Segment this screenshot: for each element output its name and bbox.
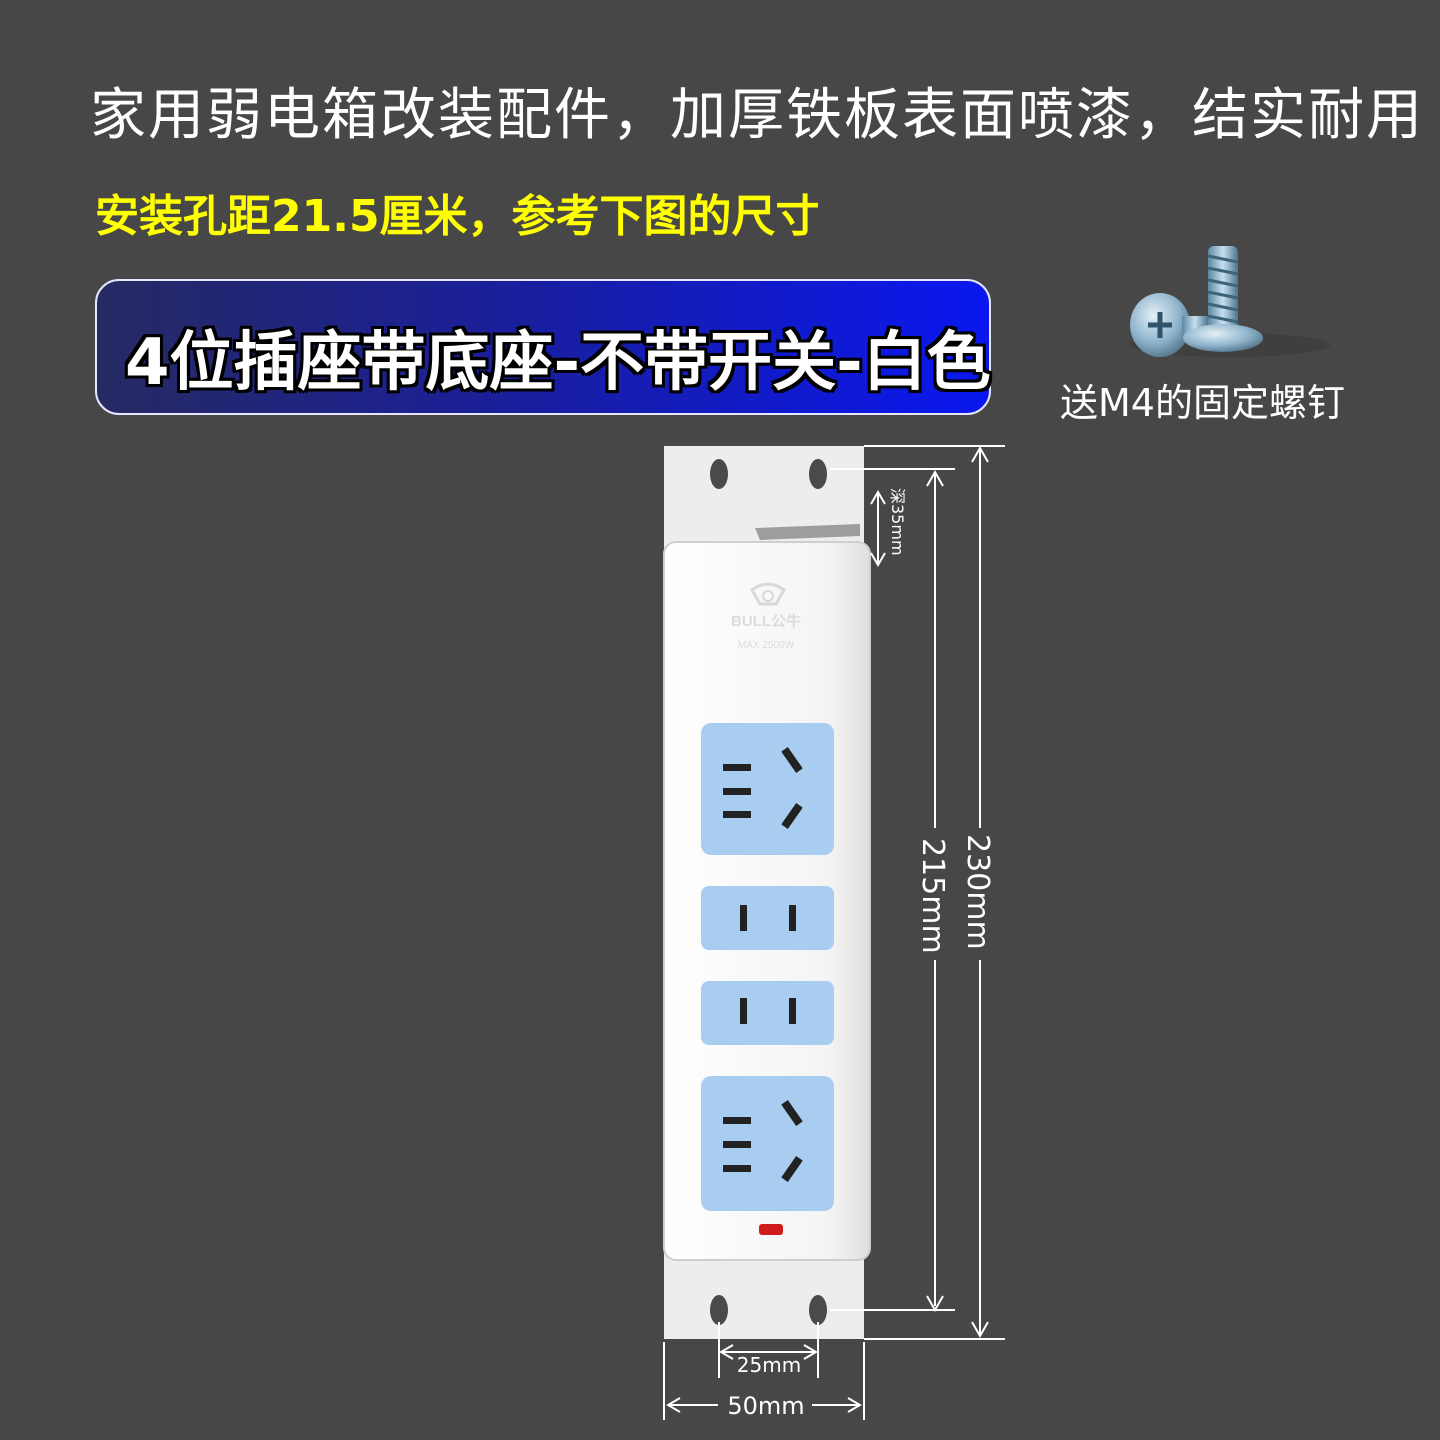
- product-banner: 4位插座带底座-不带开关-白色: [95, 279, 991, 415]
- socket-2pin-2: [701, 981, 834, 1045]
- brand-logo-icon: [750, 582, 786, 606]
- screw-caption: 送M4的固定螺钉: [1060, 381, 1345, 425]
- subline: 安装孔距21.5厘米，参考下图的尺寸: [95, 191, 820, 242]
- dim-total-height: 230mm: [960, 834, 995, 950]
- screw-standing-icon: [1183, 246, 1263, 352]
- dimension-lines: [663, 445, 1005, 1420]
- mounting-hole-top-right: [809, 459, 827, 489]
- dim-total-width: 50mm: [727, 1392, 804, 1420]
- socket-2pin-1: [701, 886, 834, 950]
- brand-name: BULL公牛: [731, 612, 801, 630]
- dim-hole-width: 25mm: [737, 1353, 801, 1377]
- banner-title: 4位插座带底座-不带开关-白色: [125, 326, 991, 400]
- socket-combo-2: [701, 1076, 834, 1211]
- mounting-hole-top-left: [710, 459, 728, 489]
- headline: 家用弱电箱改装配件，加厚铁板表面喷漆，结实耐用: [90, 83, 1424, 148]
- indicator-light: [759, 1224, 783, 1235]
- dim-hole-spacing: 215mm: [915, 838, 950, 954]
- mounting-hole-bottom-right: [809, 1295, 827, 1325]
- dim-depth: 深35mm: [888, 488, 907, 556]
- socket-combo-1: [701, 723, 834, 855]
- power-rating: MAX 2500W: [738, 640, 795, 651]
- mounting-hole-bottom-left: [710, 1295, 728, 1325]
- screws-image: [1120, 240, 1340, 370]
